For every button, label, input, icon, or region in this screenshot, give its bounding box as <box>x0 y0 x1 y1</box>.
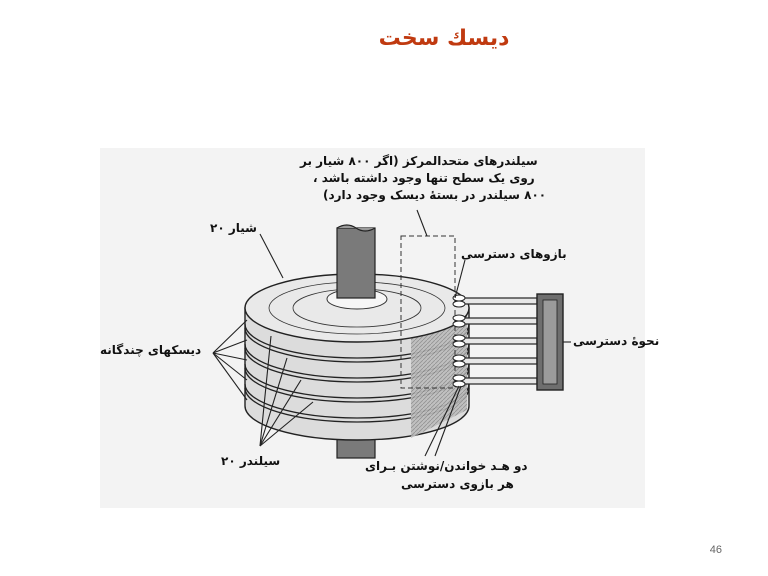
rw-head <box>452 320 466 328</box>
read-write-heads <box>452 294 466 388</box>
label-heads-line-1: دو هـد خواندن/نوشتن بـرای <box>365 459 528 473</box>
leader-heads <box>434 385 462 457</box>
label-cylinder: سيلندر ۲۰ <box>221 454 281 468</box>
leader-cylinder <box>259 357 288 447</box>
cylinder-slice <box>411 308 467 438</box>
access-arm <box>454 377 538 385</box>
spindle-cap <box>336 224 376 232</box>
rw-head <box>452 354 466 362</box>
rw-head <box>452 294 466 302</box>
access-arm <box>454 337 538 345</box>
hard-disk-diagram: سيلندرهای متحدالمركز (اگر ۸۰۰ شيار بر رو… <box>95 148 659 508</box>
label-cylinders-line-3: ۸۰۰ سيلندر در بستهٔ ديسک وجود دارد) <box>323 188 547 202</box>
page-number: 46 <box>709 544 722 556</box>
rw-head <box>452 340 466 348</box>
leader-disk <box>212 352 248 401</box>
leader-disk <box>212 339 248 354</box>
leader-cylinders <box>416 209 428 237</box>
leader-disk <box>212 352 248 381</box>
rw-head <box>452 314 466 322</box>
leader-cylinder <box>259 401 314 447</box>
label-access-mechanism: نحوهٔ دسترسی <box>573 334 660 348</box>
leader-arms <box>454 259 466 299</box>
rw-head <box>452 334 466 342</box>
rw-head <box>452 374 466 382</box>
leader-cylinder <box>259 379 302 447</box>
label-multiple-disks: ديسكهای چندگانه <box>100 343 202 357</box>
spindle-top <box>336 227 376 299</box>
access-arms <box>454 297 538 385</box>
leader-disk <box>212 352 248 361</box>
leader-track <box>259 233 284 279</box>
slide-title: دیسك سخت <box>378 26 510 51</box>
label-cylinders-line-1: سيلندرهای متحدالمركز (اگر ۸۰۰ شيار بر <box>300 154 538 168</box>
label-heads-line-2: هر بازوی دسترسی <box>401 477 514 491</box>
label-track: شيار ۲۰ <box>210 221 257 235</box>
leader-heads <box>424 385 460 457</box>
cylinder-outline <box>400 235 456 389</box>
access-arm <box>454 357 538 365</box>
leader-disk <box>212 319 248 354</box>
access-arm <box>454 317 538 325</box>
leader-lines <box>212 209 571 457</box>
actuator-face <box>542 299 558 385</box>
hard-disk-drawing <box>100 148 645 508</box>
leader-cylinder <box>259 335 272 447</box>
label-access-arms: بازوهای دسترسی <box>461 247 567 261</box>
rw-head <box>452 300 466 308</box>
access-arm <box>454 297 538 305</box>
label-cylinders-line-2: روی يک سطح تنها وجود داشته باشد ، <box>313 171 535 185</box>
rw-head <box>452 360 466 368</box>
